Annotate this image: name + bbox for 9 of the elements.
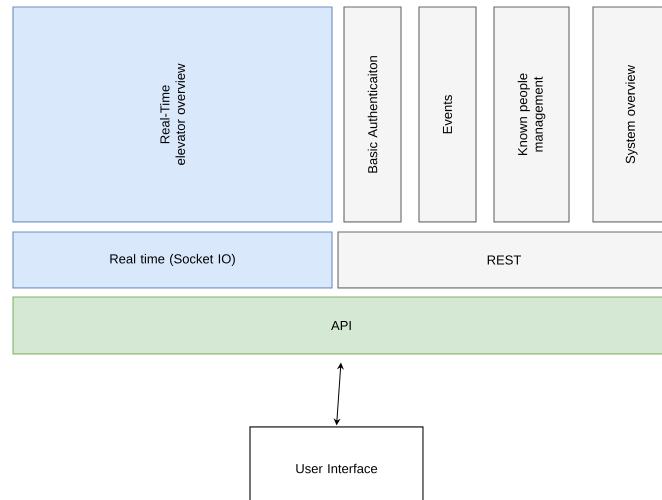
panel-box: Real-Time elevator overview: [12, 6, 333, 223]
layer-box: Real time (Socket IO): [12, 231, 333, 289]
feature-box: Events: [418, 6, 477, 223]
feature-box: System overview: [592, 6, 662, 223]
feature-box: Basic Authenticaiton: [343, 6, 402, 223]
interface-box: User Interface: [249, 426, 424, 500]
layer-box: API: [12, 296, 662, 355]
feature-box: Known people management: [493, 6, 570, 223]
layer-box: REST: [337, 231, 662, 289]
